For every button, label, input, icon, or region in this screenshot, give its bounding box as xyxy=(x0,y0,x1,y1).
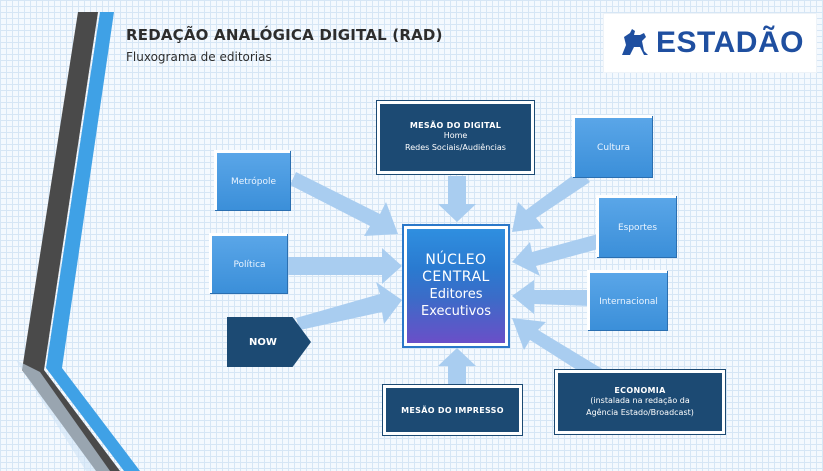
central-line2: CENTRAL xyxy=(422,269,490,285)
arrow-from-impresso xyxy=(438,348,476,384)
arrow-from-politica xyxy=(287,248,402,284)
node-metropole: Metrópole xyxy=(214,150,290,210)
node-mesao-impresso-title: MESÃO DO IMPRESSO xyxy=(401,405,504,415)
arrow-from-metropole xyxy=(290,172,398,236)
horse-rider-icon xyxy=(622,29,649,55)
node-economia: ECONOMIA (instalada na redação da Agênci… xyxy=(555,370,725,434)
stripe-blue xyxy=(46,12,140,471)
node-politica: Política xyxy=(209,233,287,293)
arrow-from-economia xyxy=(512,318,604,382)
central-line1: NÚCLEO xyxy=(425,252,487,268)
node-cultura: Cultura xyxy=(572,115,652,177)
central-line3: Editores xyxy=(429,287,483,302)
node-now: NOW xyxy=(227,317,311,367)
central-line4: Executivos xyxy=(420,304,492,319)
node-nucleo-central: NÚCLEO CENTRAL Editores Executivos xyxy=(404,226,508,346)
node-mesao-impresso: MESÃO DO IMPRESSO xyxy=(383,385,522,435)
page-subtitle: Fluxograma de editorias xyxy=(126,50,272,64)
stripe-dark xyxy=(22,12,120,471)
node-metropole-label: Metrópole xyxy=(230,176,277,187)
node-esportes-label: Esportes xyxy=(617,222,658,233)
node-mesao-digital-line1: Home xyxy=(443,131,468,140)
arrow-from-internacional xyxy=(512,280,590,314)
logo-text: ESTADÃO xyxy=(656,26,804,59)
node-mesao-digital: MESÃO DO DIGITAL Home Redes Sociais/Audi… xyxy=(377,101,534,174)
node-now-label: NOW xyxy=(249,336,277,348)
node-internacional-label: Internacional xyxy=(599,296,658,307)
node-mesao-digital-title: MESÃO DO DIGITAL xyxy=(409,121,502,130)
node-esportes: Esportes xyxy=(596,195,676,257)
node-cultura-label: Cultura xyxy=(597,142,630,153)
arrow-from-cultura xyxy=(512,170,590,232)
node-politica-label: Política xyxy=(233,259,266,270)
arrow-from-digital xyxy=(438,176,476,222)
page-title: REDAÇÃO ANALÓGICA DIGITAL (RAD) xyxy=(126,26,443,44)
arrow-from-now xyxy=(296,282,402,330)
arrows xyxy=(287,170,604,384)
node-mesao-digital-line2: Redes Sociais/Audiências xyxy=(405,143,506,152)
node-economia-title: ECONOMIA xyxy=(614,385,666,395)
node-internacional: Internacional xyxy=(587,270,667,330)
stripe-light xyxy=(16,360,110,471)
arrow-from-esportes xyxy=(512,234,602,276)
node-economia-line2: Agência Estado/Broadcast) xyxy=(586,407,694,417)
estadao-logo: ESTADÃO xyxy=(604,14,816,72)
node-economia-line1: (instalada na redação da xyxy=(590,395,690,405)
